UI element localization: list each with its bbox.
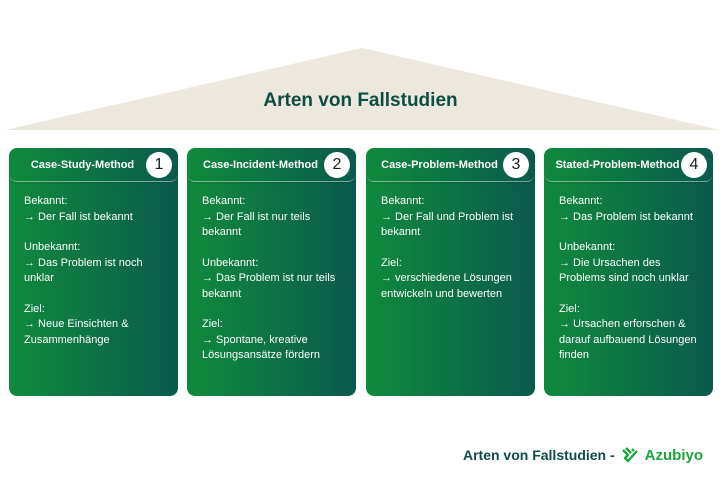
method-card: Stated-Problem-Method 4 Bekannt: → Das P…	[544, 148, 713, 396]
card-section: Unbekannt: → Die Ursachen des Problems s…	[559, 240, 703, 287]
section-text: → Die Ursachen des Problems sind noch un…	[559, 256, 689, 285]
section-label: Ziel:	[202, 318, 223, 330]
section-text: → Der Fall ist bekannt	[24, 210, 133, 223]
card-header: Case-Study-Method 1	[9, 148, 178, 182]
card-title: Stated-Problem-Method	[555, 158, 680, 171]
diagram-title: Arten von Fallstudien	[263, 90, 458, 111]
section-label: Bekannt:	[559, 195, 603, 207]
method-card: Case-Problem-Method 3 Bekannt: → Der Fal…	[366, 148, 535, 396]
card-section: Bekannt: → Der Fall und Problem ist beka…	[381, 194, 525, 241]
section-label: Unbekannt:	[559, 241, 616, 253]
footer: Arten von Fallstudien - Azubiyo	[463, 446, 703, 464]
card-title: Case-Study-Method	[30, 158, 135, 171]
card-header: Case-Incident-Method 2	[187, 148, 356, 182]
card-section: Ziel: → Neue Einsichten & Zusammenhänge	[24, 302, 168, 349]
section-label: Unbekannt:	[202, 256, 259, 269]
card-section: Ziel: → Ursachen erforschen & darauf auf…	[559, 302, 703, 364]
section-label: Ziel:	[559, 302, 580, 315]
section-label: Unbekannt:	[24, 241, 81, 253]
card-section: Ziel: → verschiedene Lösungen entwickeln…	[381, 256, 525, 303]
section-text: → Das Problem ist noch unklar	[24, 256, 143, 285]
azubiyo-logo-icon	[621, 447, 638, 463]
method-card: Case-Incident-Method 2 Bekannt: → Der Fa…	[187, 148, 356, 396]
section-label: Bekannt:	[24, 195, 68, 207]
card-header: Case-Problem-Method 3	[366, 148, 535, 182]
section-text: → Das Problem ist bekannt	[559, 210, 693, 223]
section-label: Bekannt:	[381, 195, 425, 207]
section-text: → Der Fall und Problem ist bekannt	[381, 210, 514, 239]
card-number-badge: 4	[681, 152, 707, 178]
section-text: → Das Problem ist nur teils bekannt	[202, 272, 336, 300]
section-label: Bekannt:	[202, 195, 246, 207]
card-header: Stated-Problem-Method 4	[544, 148, 713, 182]
card-body: Bekannt: → Das Problem ist bekannt Unbek…	[544, 182, 713, 364]
card-section: Unbekannt: → Das Problem ist nur teils b…	[202, 256, 346, 303]
card-section: Bekannt: → Der Fall ist nur teils bekann…	[202, 194, 346, 241]
section-label: Ziel:	[24, 302, 45, 315]
section-text: → verschiedene Lösungen entwickeln und b…	[381, 272, 512, 300]
brand-name: Azubiyo	[644, 446, 703, 464]
method-card: Case-Study-Method 1 Bekannt: → Der Fall …	[9, 148, 178, 396]
section-label: Ziel:	[381, 256, 402, 269]
section-text: → Spontane, kreative Lösungsansätze förd…	[202, 333, 321, 362]
card-section: Bekannt: → Das Problem ist bekannt	[559, 194, 703, 225]
footer-text: Arten von Fallstudien -	[462, 447, 615, 463]
card-number-badge: 1	[146, 152, 172, 178]
section-text: → Neue Einsichten & Zusammenhänge	[24, 318, 129, 346]
card-body: Bekannt: → Der Fall und Problem ist beka…	[366, 182, 535, 302]
card-number-badge: 2	[324, 152, 350, 178]
card-body: Bekannt: → Der Fall ist nur teils bekann…	[187, 182, 356, 364]
card-section: Bekannt: → Der Fall ist bekannt	[24, 194, 168, 225]
card-body: Bekannt: → Der Fall ist bekannt Unbekann…	[9, 182, 178, 348]
card-number-badge: 3	[503, 152, 529, 178]
card-title: Case-Incident-Method	[203, 158, 318, 171]
card-section: Ziel: → Spontane, kreative Lösungsansätz…	[202, 317, 346, 364]
roof-shape	[5, 48, 720, 130]
section-text: → Der Fall ist nur teils bekannt	[202, 210, 311, 239]
card-title: Case-Problem-Method	[381, 158, 498, 171]
card-section: Unbekannt: → Das Problem ist noch unklar	[24, 240, 168, 287]
section-text: → Ursachen erforschen & darauf aufbauend…	[559, 318, 697, 361]
